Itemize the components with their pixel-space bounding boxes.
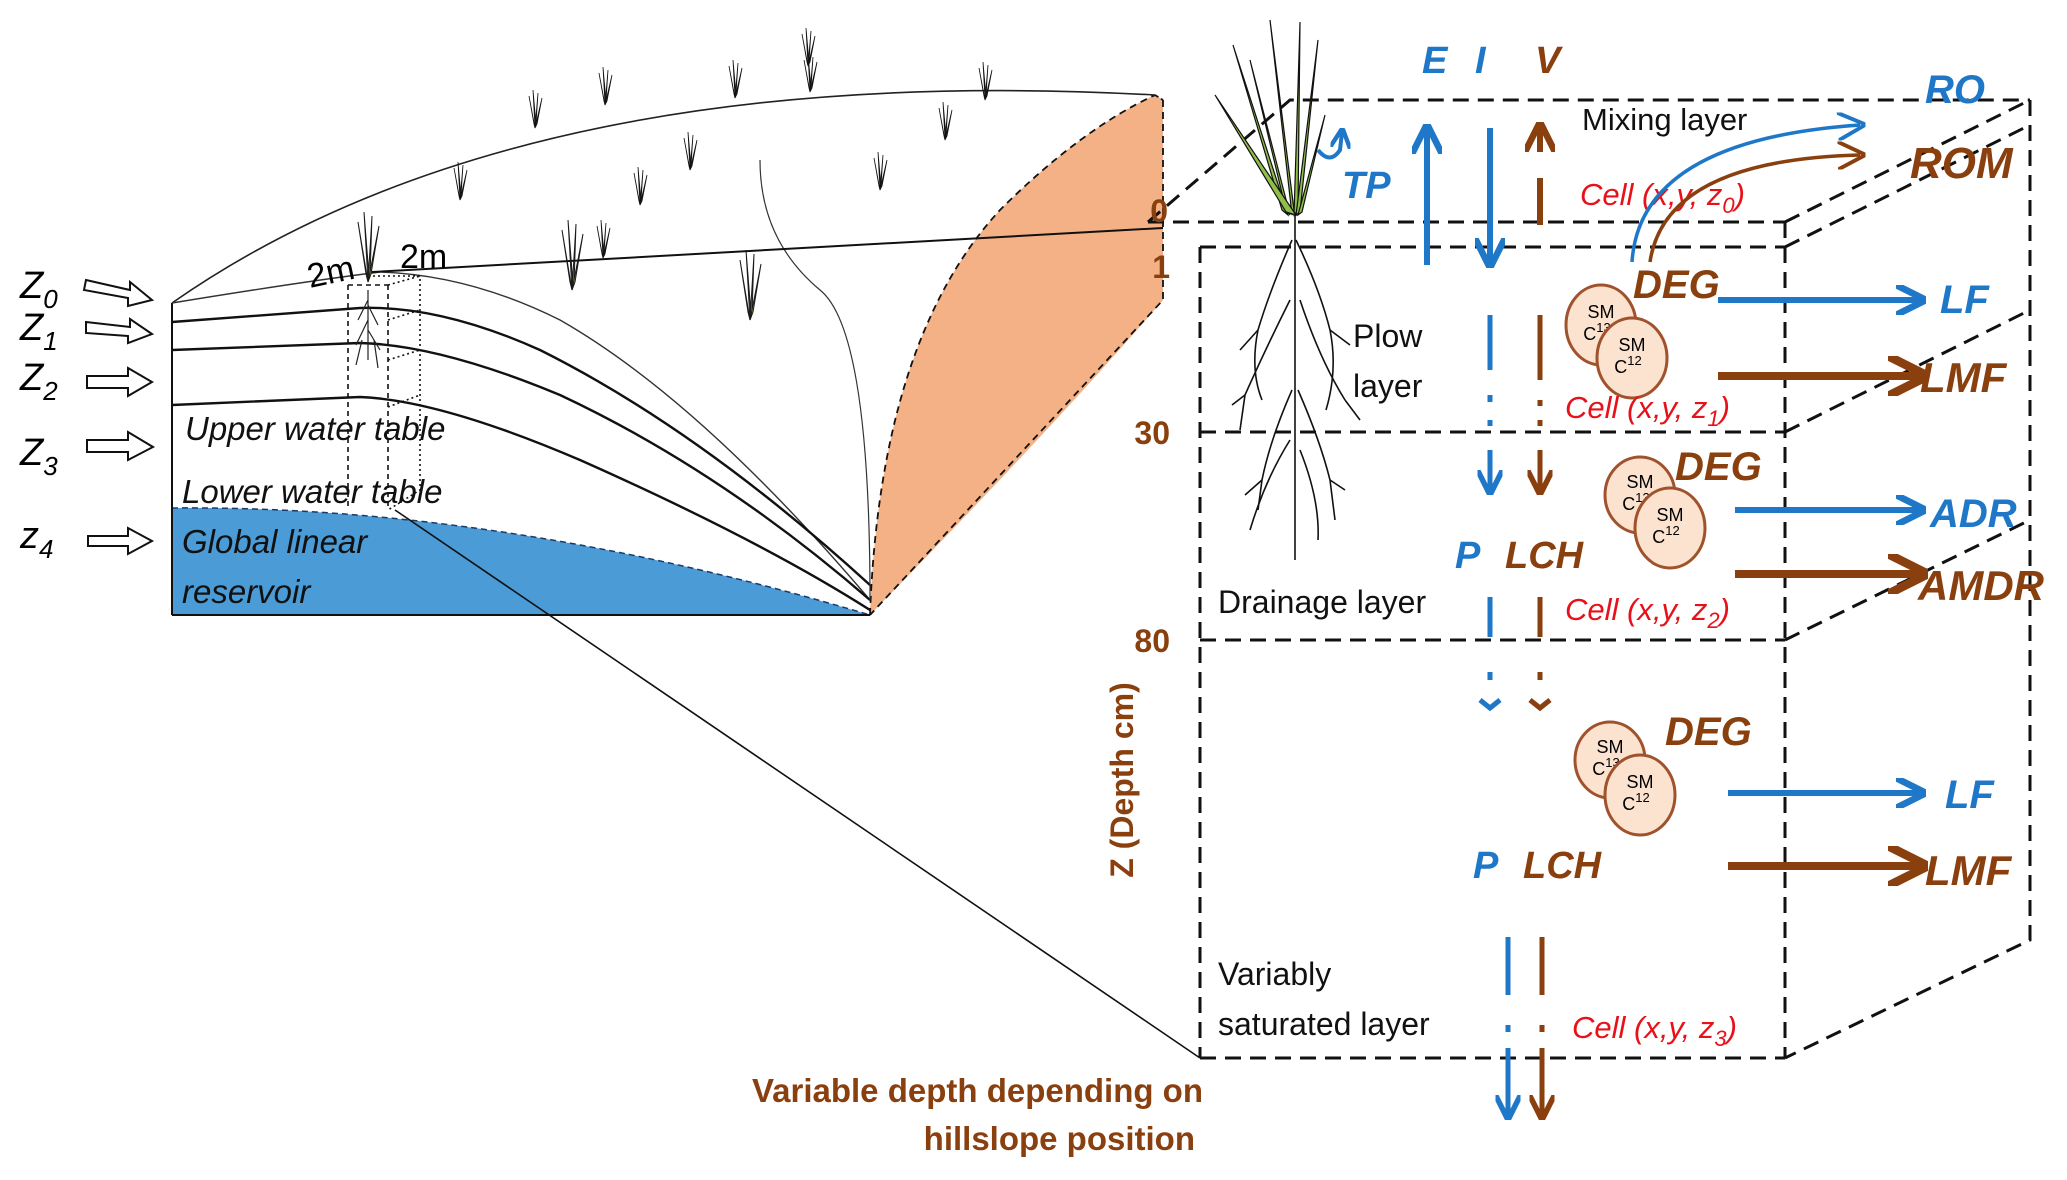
transpiration-arrow-icon <box>1316 132 1342 160</box>
depth-label-z2: Z2 <box>19 357 154 406</box>
cell-label-z0: Cell (x,y, z0) <box>1580 177 1745 218</box>
grass-plant <box>633 166 648 206</box>
depth-tick: 0 <box>1150 193 1168 229</box>
mixing-layer-label: Mixing layer <box>1582 102 1747 137</box>
depth-label-z1: Z1 <box>19 307 155 356</box>
grass-plant <box>728 59 743 99</box>
leaching-label: LCH <box>1523 845 1603 887</box>
caption-line1: Variable depth depending on <box>752 1072 1203 1109</box>
saturated-layer-label-line2: saturated layer <box>1218 1006 1430 1042</box>
reservoir-label-line2: reservoir <box>182 573 312 610</box>
grass-plant <box>683 131 698 171</box>
cell-size-label: 2m <box>400 238 447 276</box>
global-linear-reservoir <box>172 507 870 615</box>
grass-plant <box>453 161 468 201</box>
cell-label-z2: Cell (x,y, z2) <box>1565 592 1730 633</box>
evaporation-label: E <box>1422 40 1449 82</box>
svg-text:C12: C12 <box>1652 523 1679 547</box>
reservoir-label-line1: Global linear <box>182 523 369 560</box>
lower-water-table-label: Lower water table <box>182 473 442 510</box>
runoff-arrow-icon <box>1630 125 1860 263</box>
sm-c12-molecule: SM C12 <box>1603 753 1677 837</box>
grass-plant <box>739 249 762 321</box>
lateral-flow-label: LF <box>1940 278 1990 322</box>
lateral-flow-label: LF <box>1945 773 1995 817</box>
grass-plant <box>938 101 953 141</box>
cell-size-label: 2m <box>304 249 358 296</box>
svg-text:SM: SM <box>1588 302 1615 322</box>
hollow-arrow-icon <box>85 317 155 345</box>
grass-plant <box>873 151 888 191</box>
soil-column: Z (Depth cm) 0 1 30 80 <box>1104 19 2045 1115</box>
transpiration-label: TP <box>1342 165 1391 207</box>
grass-plant <box>596 219 611 259</box>
depth-tick: 80 <box>1134 623 1170 659</box>
hillslope-block: 2m 2m Upper water table Lower water tabl… <box>171 27 1201 1059</box>
lateral-mass-flux-label: LMF <box>1925 847 2013 894</box>
volatilization-label: V <box>1535 40 1563 82</box>
grid-cell-outline <box>347 275 421 511</box>
depth-axis-label: Z (Depth cm) <box>1104 682 1140 878</box>
runoff-pesticide-arrow-icon <box>1648 155 1860 263</box>
lateral-mass-flux-label: LMF <box>1920 354 2008 401</box>
depth-label-z3: Z3 <box>19 430 156 481</box>
upper-water-table-label: Upper water table <box>185 410 445 447</box>
soil-section-face <box>870 95 1163 615</box>
runoff-pesticide-label: ROM <box>1910 139 2014 188</box>
svg-text:SM: SM <box>1657 505 1684 525</box>
leaching-label: LCH <box>1505 535 1585 577</box>
depth-label-z0: Z0 <box>19 265 155 314</box>
cell-label-z1: Cell (x,y, z1) <box>1565 390 1730 431</box>
artificial-mass-drainage-label: AMDR <box>1917 562 2045 609</box>
plant-with-roots <box>1214 19 1361 560</box>
grass-plant <box>561 219 584 291</box>
saturated-layer-label-line1: Variably <box>1218 956 1331 992</box>
depth-label-z4: z4 <box>19 515 155 564</box>
grass-plant <box>528 89 543 129</box>
degradation-label: DEG <box>1633 263 1720 307</box>
svg-text:C12: C12 <box>1622 790 1649 814</box>
drainage-layer-label: Drainage layer <box>1218 584 1426 620</box>
runoff-label: RO <box>1925 68 1985 112</box>
sm-c12-molecule: SM C12 <box>1633 486 1707 570</box>
degradation-label: DEG <box>1675 445 1762 489</box>
svg-text:C12: C12 <box>1614 353 1641 377</box>
grass-plant <box>598 66 613 106</box>
artificial-drainage-label: ADR <box>1929 492 2017 536</box>
svg-text:Z0: Z0 <box>19 265 58 314</box>
infiltration-label: I <box>1475 40 1487 82</box>
svg-text:SM: SM <box>1597 737 1624 757</box>
depth-index-labels: Z0 Z1 Z2 Z3 z4 <box>19 265 156 564</box>
degradation-label: DEG <box>1665 710 1752 754</box>
sm-c12-molecule: SM C12 <box>1595 316 1669 400</box>
svg-text:Z2: Z2 <box>19 357 58 406</box>
plow-layer-label-line1: Plow <box>1353 318 1423 354</box>
depth-tick: 1 <box>1152 249 1170 285</box>
svg-text:Z1: Z1 <box>19 307 58 356</box>
grass-plant <box>978 61 993 101</box>
svg-text:SM: SM <box>1619 335 1646 355</box>
svg-text:Z3: Z3 <box>19 432 58 481</box>
percolation-label: P <box>1455 535 1481 577</box>
hollow-arrow-icon <box>87 526 155 556</box>
caption-line2: hillslope position <box>924 1120 1195 1157</box>
cell-label-z3: Cell (x,y, z3) <box>1572 1010 1737 1051</box>
percolation-label: P <box>1473 845 1499 887</box>
hollow-arrow-icon <box>86 430 156 462</box>
hollow-arrow-icon <box>82 278 155 308</box>
hollow-arrow-icon <box>86 366 154 398</box>
depth-tick: 30 <box>1134 415 1170 451</box>
plow-layer-label-line2: layer <box>1353 368 1423 404</box>
svg-text:SM: SM <box>1627 772 1654 792</box>
svg-text:SM: SM <box>1627 472 1654 492</box>
svg-text:z4: z4 <box>19 515 53 564</box>
